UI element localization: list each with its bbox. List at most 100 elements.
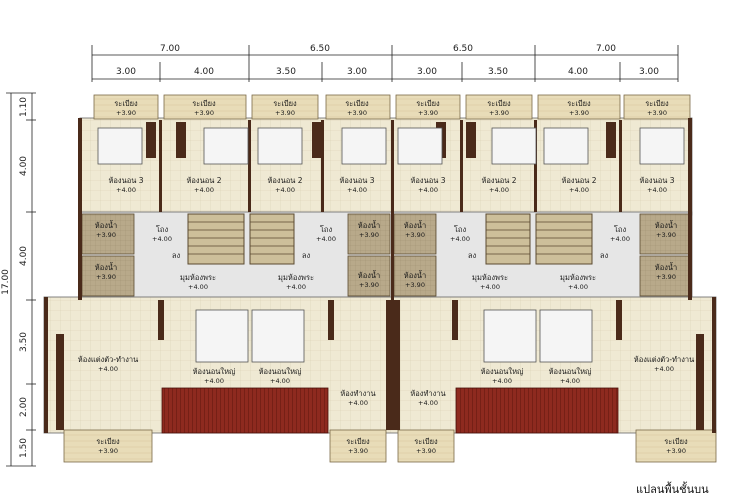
label-bedroom3-1: ห้องนอน 3	[108, 176, 143, 185]
label-balcony-rear-1: ระเบียง	[96, 437, 120, 446]
dim-top-seg-8: 3.00	[639, 67, 659, 77]
left-segment-labels: 1.10 4.00 4.00 3.50 2.00 1.50 17.00	[1, 97, 29, 458]
level-hall-2: +4.00	[316, 235, 336, 243]
level-shrine-4: +4.00	[568, 283, 588, 291]
level-bedroom2-2: +4.00	[275, 186, 295, 194]
label-bath-2: ห้องน้ำ	[95, 262, 117, 272]
label-hall-3: โถง	[454, 225, 467, 234]
bathrooms	[81, 213, 691, 297]
label-hall-2: โถง	[320, 225, 333, 234]
level-shrine-2: +4.00	[286, 283, 306, 291]
label-bath-5: ห้องน้ำ	[404, 220, 426, 230]
level-bath-6: +3.90	[405, 281, 425, 289]
front-balconies	[93, 94, 691, 120]
level-balcony-front-5: +3.90	[418, 109, 438, 117]
level-balcony-rear-1: +3.90	[98, 447, 118, 455]
dim-top-overall-1: 7.00	[160, 44, 180, 54]
label-balcony-front-3: ระเบียง	[273, 99, 297, 108]
label-balcony-rear-3: ระเบียง	[414, 437, 438, 446]
left-dimensions	[6, 92, 36, 467]
level-bedroom3-2: +4.00	[347, 186, 367, 194]
level-balcony-front-6: +3.90	[489, 109, 509, 117]
level-balcony-front-3: +3.90	[275, 109, 295, 117]
level-bath-2: +3.90	[96, 273, 116, 281]
label-bath-6: ห้องน้ำ	[404, 270, 426, 280]
level-balcony-front-8: +3.90	[647, 109, 667, 117]
plan-caption: แปลนพื้นชั้นบน	[636, 483, 709, 496]
level-bedroom3-3: +4.00	[418, 186, 438, 194]
label-hall-1: โถง	[156, 225, 169, 234]
level-balcony-rear-3: +3.90	[416, 447, 436, 455]
level-balcony-front-4: +3.90	[347, 109, 367, 117]
label-bedroom3-3: ห้องนอน 3	[410, 176, 445, 185]
level-dressing-1: +4.00	[98, 365, 118, 373]
level-balcony-front-2: +3.90	[194, 109, 214, 117]
top-overall-labels: 7.00 6.50 6.50 7.00	[160, 44, 616, 54]
dim-left-seg-4: 3.50	[19, 332, 29, 352]
dim-left-seg-5: 2.00	[19, 397, 29, 417]
label-bath-1: ห้องน้ำ	[95, 220, 117, 230]
label-shrine-3: มุมห้องพระ	[472, 273, 508, 282]
rear-balconies	[63, 429, 717, 463]
level-bedroom2-3: +4.00	[489, 186, 509, 194]
label-bedroom2-2: ห้องนอน 2	[267, 176, 302, 185]
dim-top-seg-6: 3.50	[488, 67, 508, 77]
dim-top-seg-1: 3.00	[116, 67, 136, 77]
dim-top-seg-2: 4.00	[194, 67, 214, 77]
label-balcony-front-7: ระเบียง	[567, 99, 591, 108]
level-bedroom3-4: +4.00	[647, 186, 667, 194]
level-work-1: +4.00	[348, 399, 368, 407]
level-bath-8: +3.90	[656, 273, 676, 281]
dim-top-seg-7: 4.00	[568, 67, 588, 77]
label-dressing-2: ห้องแต่งตัว-ทำงาน	[634, 355, 694, 364]
label-bedroom2-1: ห้องนอน 2	[186, 176, 221, 185]
dim-top-overall-2: 6.50	[310, 44, 330, 54]
top-dimensions	[91, 45, 679, 82]
dim-top-overall-3: 6.50	[453, 44, 473, 54]
label-stair-3: ลง	[468, 251, 477, 260]
label-balcony-front-5: ระเบียง	[416, 99, 440, 108]
level-hall-4: +4.00	[610, 235, 630, 243]
label-shrine-2: มุมห้องพระ	[278, 273, 314, 282]
level-hall-1: +4.00	[152, 235, 172, 243]
stairs	[187, 213, 593, 265]
level-master-1: +4.00	[204, 377, 224, 385]
level-bedroom3-1: +4.00	[116, 186, 136, 194]
label-master-2: ห้องนอนใหญ่	[259, 367, 302, 376]
level-master-2: +4.00	[270, 377, 290, 385]
label-hall-4: โถง	[614, 225, 627, 234]
dim-top-seg-4: 3.00	[347, 67, 367, 77]
label-bedroom2-3: ห้องนอน 2	[481, 176, 516, 185]
beds	[97, 127, 685, 363]
dim-top-overall-4: 7.00	[596, 44, 616, 54]
level-balcony-rear-4: +3.90	[666, 447, 686, 455]
label-bath-3: ห้องน้ำ	[358, 220, 380, 230]
level-shrine-3: +4.00	[480, 283, 500, 291]
label-stair-1: ลง	[172, 251, 181, 260]
label-bedroom2-4: ห้องนอน 2	[561, 176, 596, 185]
label-balcony-front-2: ระเบียง	[192, 99, 216, 108]
level-bath-1: +3.90	[96, 231, 116, 239]
label-bath-8: ห้องน้ำ	[655, 262, 677, 272]
level-bedroom2-1: +4.00	[194, 186, 214, 194]
dim-left-seg-2: 4.00	[19, 156, 29, 176]
label-bedroom3-2: ห้องนอน 3	[339, 176, 374, 185]
label-master-1: ห้องนอนใหญ่	[193, 367, 236, 376]
level-shrine-1: +4.00	[188, 283, 208, 291]
level-bath-4: +3.90	[359, 281, 379, 289]
label-stair-4: ลง	[600, 251, 609, 260]
label-balcony-rear-4: ระเบียง	[664, 437, 688, 446]
level-balcony-front-1: +3.90	[116, 109, 136, 117]
dim-left-overall: 17.00	[1, 269, 11, 295]
label-balcony-front-1: ระเบียง	[114, 99, 138, 108]
room-labels: ระเบียง +3.90 ระเบียง +3.90 ระเบียง +3.9…	[78, 99, 694, 455]
label-bedroom3-4: ห้องนอน 3	[639, 176, 674, 185]
dim-top-seg-5: 3.00	[417, 67, 437, 77]
level-bedroom2-4: +4.00	[569, 186, 589, 194]
top-segment-labels: 3.00 4.00 3.50 3.00 3.00 3.50 4.00 3.00	[116, 67, 659, 77]
label-work-2: ห้องทำงาน	[410, 389, 445, 398]
label-balcony-front-4: ระเบียง	[345, 99, 369, 108]
label-bath-7: ห้องน้ำ	[655, 220, 677, 230]
label-stair-2: ลง	[302, 251, 311, 260]
